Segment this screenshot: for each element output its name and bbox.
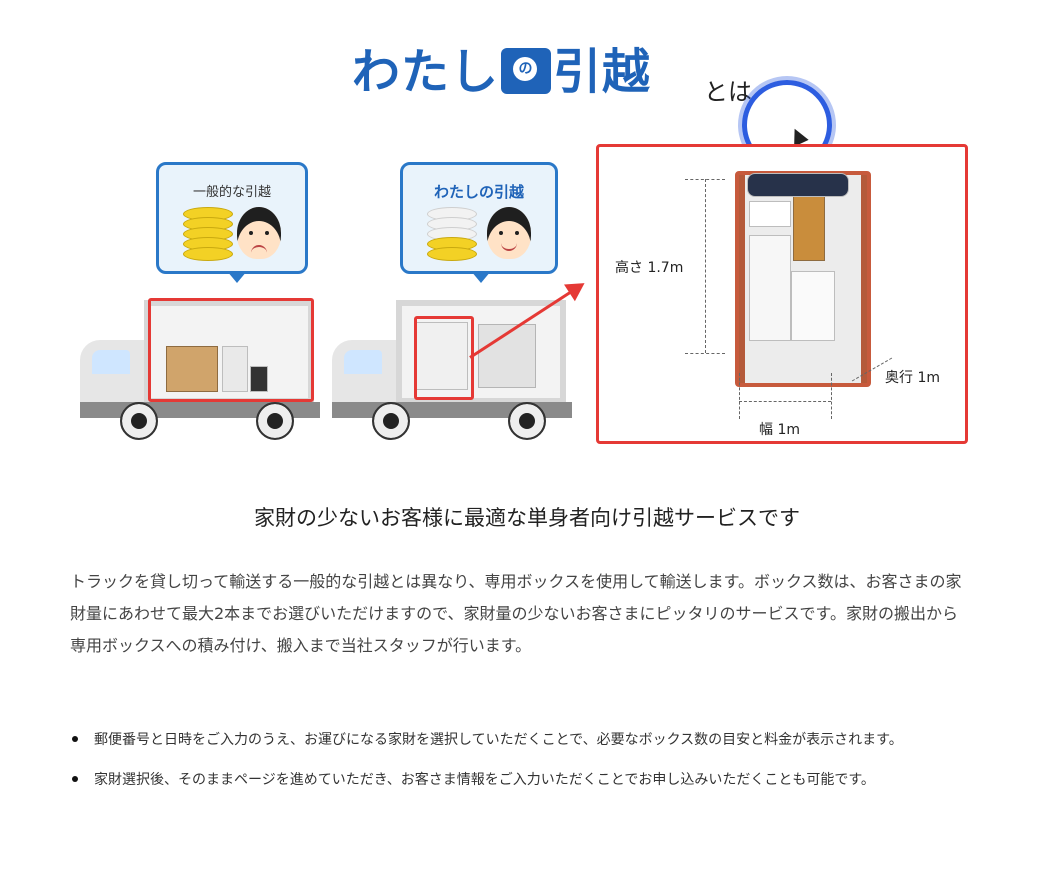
height-label: 高さ 1.7m xyxy=(615,260,684,276)
box-detail-panel: 高さ 1.7m 幅 1m 奥行 1m xyxy=(596,144,968,444)
brand-logo-text-left: わたし xyxy=(352,44,500,100)
wheel-icon xyxy=(256,402,294,440)
arrow-head-icon xyxy=(564,274,590,302)
speech-bubble-standard: 一般的な引越 xyxy=(156,162,308,283)
dimension-guide xyxy=(831,373,832,419)
futon-bag-icon xyxy=(747,173,849,197)
bubble-watashi-title: わたしの引越 xyxy=(433,183,524,201)
wheel-icon xyxy=(372,402,410,440)
appliance-icon xyxy=(222,346,248,392)
service-illustration: 一般的な引越 わたしの引越 xyxy=(80,140,980,460)
suitcase-icon xyxy=(250,366,268,392)
bullet-item: 家財選択後、そのままページを進めていただき、お客さま情報をご入力いただくことでお… xyxy=(70,764,970,796)
coin-stack-pale-icon xyxy=(427,207,477,263)
width-label: 幅 1m xyxy=(759,422,800,438)
cardboard-boxes-icon xyxy=(166,346,218,392)
box-container-icon xyxy=(416,322,468,390)
service-description: トラックを貸し切って輸送する一般的な引越とは異なり、専用ボックスを使用して輸送し… xyxy=(70,572,962,655)
brand-logo: わたし の 引越 xyxy=(352,44,651,100)
microwave-icon xyxy=(749,201,791,227)
truck-window xyxy=(344,350,382,374)
height-dimension-line xyxy=(705,179,706,353)
happy-face-icon xyxy=(487,207,531,259)
wheel-icon xyxy=(508,402,546,440)
page-headline: 家財の少ないお客様に最適な単身者向け引越サービスです xyxy=(254,506,800,530)
transport-box-icon xyxy=(735,171,871,387)
drawer-unit-icon xyxy=(793,193,825,261)
speech-bubble-watashi: わたしの引越 xyxy=(400,162,558,283)
box-highlight-watashi xyxy=(414,316,474,400)
brand-logo-text-right: 引越 xyxy=(553,44,652,100)
box-logo-char: の xyxy=(518,61,534,77)
dimension-guide xyxy=(739,373,740,419)
width-dimension-line xyxy=(739,401,831,402)
page-header: わたし の 引越 とは xyxy=(0,36,1054,170)
dimension-guide xyxy=(685,353,725,354)
depth-label: 奥行 1m xyxy=(885,370,940,386)
box-logo-icon: の xyxy=(501,48,552,94)
header-suffix: とは xyxy=(704,78,752,106)
info-bullet-list: 郵便番号と日時をご入力のうえ、お運びになる家財を選択していただくことで、必要なボ… xyxy=(70,724,970,804)
refrigerator-icon xyxy=(749,235,791,341)
coin-stack-gold-icon xyxy=(183,207,233,263)
worried-face-icon xyxy=(237,207,281,259)
bubble-standard-title: 一般的な引越 xyxy=(192,185,271,200)
cargo-highlight-standard xyxy=(148,298,314,402)
truck-window xyxy=(92,350,130,374)
box-logo-inner xyxy=(513,57,538,81)
bullet-item: 郵便番号と日時をご入力のうえ、お運びになる家財を選択していただくことで、必要なボ… xyxy=(70,724,970,756)
truck-watashi xyxy=(332,300,572,460)
washing-machine-icon xyxy=(791,271,835,341)
wheel-icon xyxy=(120,402,158,440)
